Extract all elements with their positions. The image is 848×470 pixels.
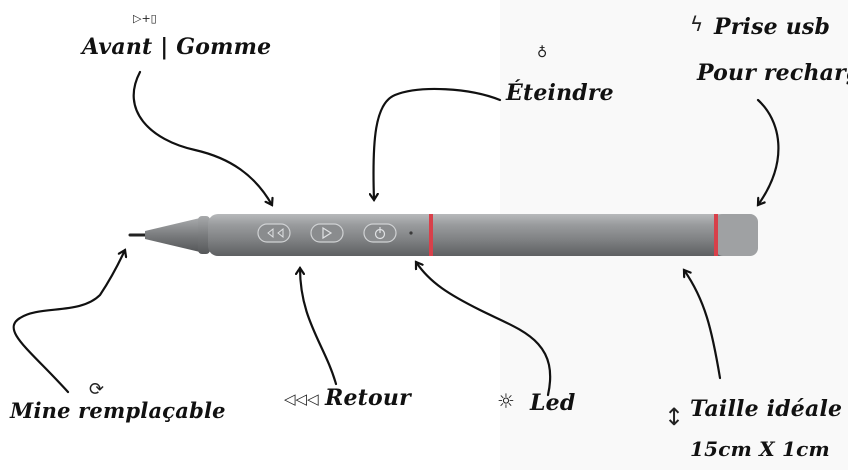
play-plus-eraser-icon: ▷+▯ xyxy=(133,12,157,25)
sun-icon: ☼ xyxy=(497,389,515,413)
pen-ring-red-end xyxy=(714,214,718,256)
arrow-usb xyxy=(758,98,780,205)
arrow-retour xyxy=(300,268,338,386)
rewind-icon: ◁◁◁ xyxy=(284,390,319,408)
label-dimensions: 15cm X 1cm xyxy=(690,437,830,461)
label-eteindre: Éteindre xyxy=(506,80,614,106)
pen-tip xyxy=(128,216,210,254)
arrow-taille xyxy=(684,270,722,380)
label-retour: Retour xyxy=(325,385,411,411)
refresh-icon: ⟳ xyxy=(89,379,105,400)
arrow-avant xyxy=(132,70,272,205)
label-taille-ideale: Taille idéale xyxy=(690,396,843,422)
pen-buttons xyxy=(257,223,413,243)
label-pour-recharge: Pour recharge* xyxy=(697,60,848,86)
label-prise-usb: Prise usb xyxy=(714,14,831,40)
lightning-icon: ϟ xyxy=(690,12,704,36)
label-led: Led xyxy=(530,390,576,416)
led-dot xyxy=(409,231,413,235)
vertical-arrows-icon: ↕ xyxy=(664,403,685,431)
arrow-led xyxy=(416,262,552,397)
label-avant-gomme: Avant | Gomme xyxy=(82,34,272,60)
pen-ring-red xyxy=(429,214,433,256)
pen-body xyxy=(208,214,758,256)
bulb-icon: ♁ xyxy=(537,45,548,61)
arrow-eteindre xyxy=(373,87,502,200)
arrow-mine xyxy=(12,250,125,394)
label-mine-remplacable: Mine remplaçable xyxy=(10,398,226,423)
